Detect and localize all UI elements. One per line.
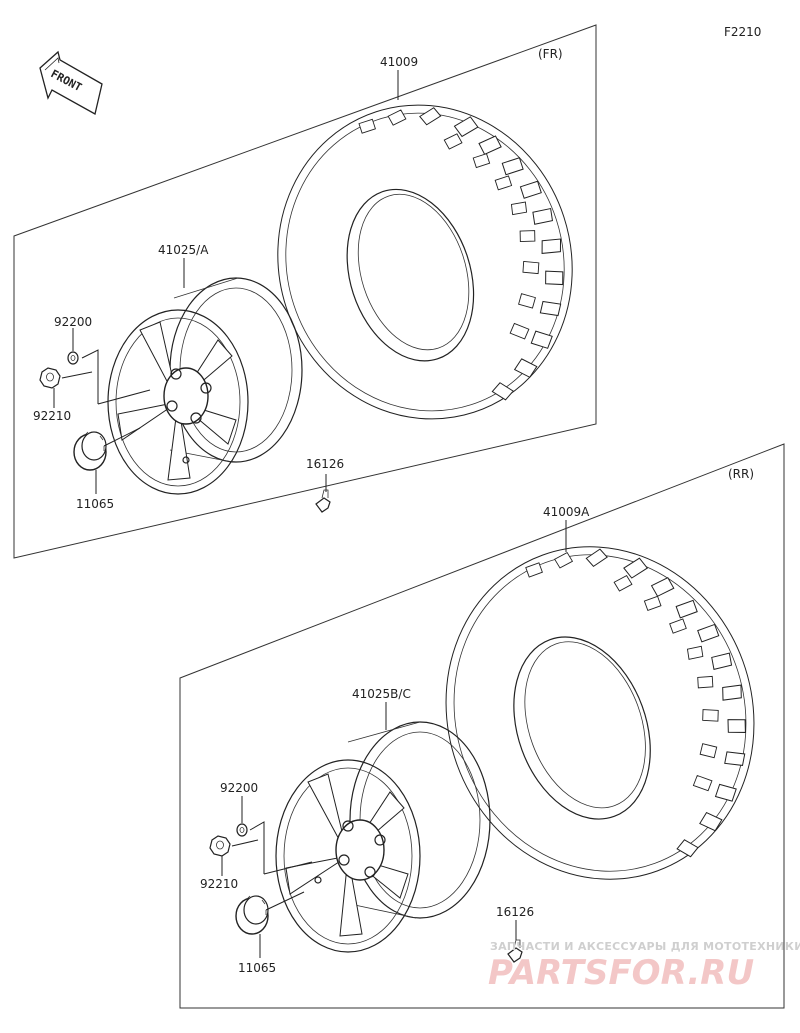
- rear-nut-label: 92210: [200, 877, 238, 891]
- front-section-frame: [13, 24, 597, 559]
- rear-tire-label: 41009A: [543, 505, 590, 519]
- front-nut-label: 92210: [33, 409, 71, 423]
- rear-wheel-spokes: [285, 773, 409, 937]
- front-tire: [277, 104, 573, 420]
- rear-tire: [445, 546, 755, 880]
- front-wheel-label: 41025/A: [158, 243, 209, 257]
- watermark-logo: PARTSFOR.RU: [488, 953, 754, 993]
- front-cap-to-wheel-leader: [103, 427, 141, 447]
- rear-valve-label: 16126: [496, 905, 534, 919]
- rear-wheel-label: 41025B/C: [352, 687, 411, 701]
- rear-washer-label: 92200: [220, 781, 258, 795]
- rear-section-frame: [179, 443, 785, 1009]
- front-washer: [67, 351, 79, 365]
- front-direction-badge: FRONT: [39, 50, 103, 115]
- rear-cap-label: 11065: [238, 961, 276, 975]
- front-section-tag: (FR): [538, 47, 563, 61]
- rear-valve: [507, 939, 523, 963]
- rear-cap-to-wheel-leader: [265, 891, 305, 911]
- front-wheel: [107, 277, 303, 495]
- rear-section-tag: (RR): [728, 467, 754, 481]
- front-tire-label: 41009: [380, 55, 418, 69]
- figure-code: F2210: [724, 25, 761, 39]
- rear-tire-tread-blocks: [525, 548, 746, 858]
- rear-fastener-bracket: [231, 821, 313, 875]
- rear-section: (RR) 41009A: [179, 443, 785, 1009]
- rear-wheel: [275, 721, 491, 953]
- front-cap-label: 11065: [76, 497, 114, 511]
- front-fastener-bracket: [61, 349, 151, 405]
- front-nut: [39, 367, 61, 389]
- rear-washer: [236, 823, 248, 837]
- front-tire-tread-blocks: [358, 107, 564, 401]
- rear-nut: [209, 835, 231, 857]
- front-valve: [315, 489, 331, 513]
- watermark: ЗАПЧАСТИ И АКСЕССУАРЫ ДЛЯ МОТОТЕХНИКИ PA…: [488, 940, 800, 993]
- front-section: (FR) 41009: [13, 24, 597, 559]
- front-washer-label: 92200: [54, 315, 92, 329]
- front-cap: [73, 431, 107, 471]
- front-wheel-spokes: [117, 321, 237, 481]
- front-valve-label: 16126: [306, 457, 344, 471]
- watermark-tagline: ЗАПЧАСТИ И АКСЕССУАРЫ ДЛЯ МОТОТЕХНИКИ: [490, 940, 800, 953]
- rear-cap: [235, 895, 269, 935]
